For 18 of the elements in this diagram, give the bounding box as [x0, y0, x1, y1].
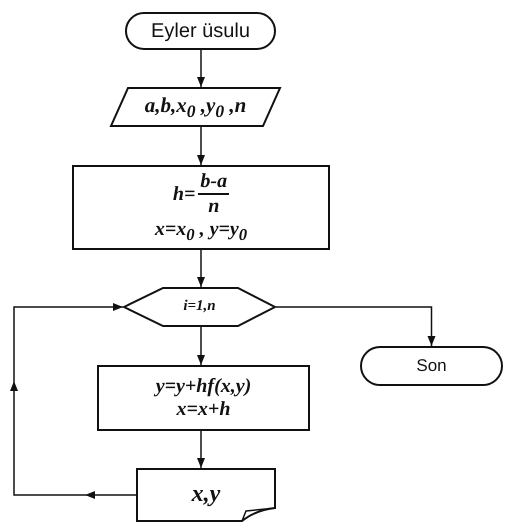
process-box: [72, 165, 330, 250]
formula-text: h=: [172, 182, 196, 206]
end-terminal: [360, 346, 503, 386]
formula-text: x=x+h: [176, 398, 230, 421]
formula-text: y=y+hf(x,y): [156, 375, 252, 398]
formula-text: a,b,x$_{0}$ ,y$_{0}$ ,n: [144, 92, 246, 122]
formula-text: x,y: [192, 481, 220, 509]
fraction-numerator: b-a: [198, 170, 230, 196]
output-document: [136, 468, 276, 522]
start-terminal: [125, 12, 276, 50]
process-box: [97, 365, 310, 431]
input-parallelogram: [110, 87, 281, 127]
formula-text: i=1,n: [183, 298, 216, 316]
label-text: Eyler üsulu: [151, 20, 250, 42]
fraction-denominator: n: [208, 195, 220, 218]
loop-hexagon: [123, 287, 276, 327]
formula-text: x=x$_{0}$ , y=y$_{0}$: [154, 218, 248, 245]
label-text: Son: [416, 356, 447, 376]
